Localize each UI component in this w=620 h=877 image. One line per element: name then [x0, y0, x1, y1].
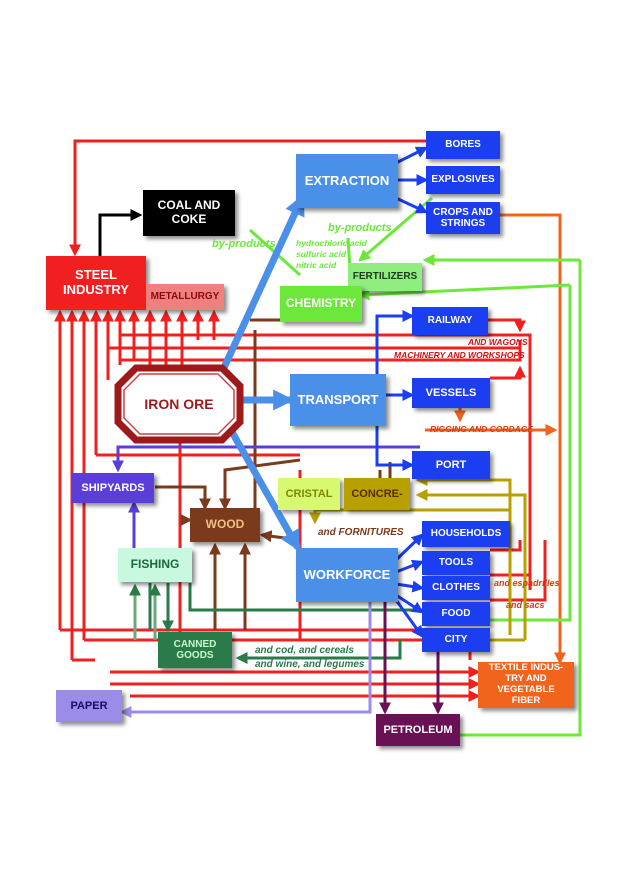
- fishing-connectors: [129, 583, 161, 640]
- node-clothes[interactable]: CLOTHES: [422, 576, 490, 600]
- label-acid-3: nitric acid: [296, 260, 337, 270]
- label-and-wagons: AND WAGONS: [468, 337, 528, 347]
- node-shipyards[interactable]: SHIPYARDS: [72, 473, 154, 503]
- wood-connectors: [155, 318, 392, 630]
- node-wood[interactable]: WOOD: [190, 508, 260, 542]
- node-tools[interactable]: TOOLS: [422, 551, 490, 575]
- node-petroleum[interactable]: PETROLEUM: [376, 714, 460, 746]
- blue-connectors: [370, 146, 429, 638]
- iron-ore-octagon: [114, 364, 244, 444]
- paper-connector: [119, 600, 372, 718]
- node-steel-industry[interactable]: STEEL INDUSTRY: [46, 256, 146, 310]
- label-espadrilles: and espadrilles: [494, 578, 560, 588]
- petroleum-connectors: [379, 600, 444, 715]
- node-bores[interactable]: BORES: [426, 131, 500, 159]
- label-by-products-left: by-products: [212, 238, 276, 250]
- olive-connectors: [309, 474, 527, 642]
- node-crops-and-strings[interactable]: CROPS AND STRINGS: [426, 202, 500, 234]
- node-city[interactable]: CITY: [422, 628, 490, 652]
- label-rigging: RIGGING AND CORDAGE: [430, 424, 534, 434]
- label-machinery: MACHINERY AND WORKSHOPS: [394, 350, 525, 360]
- label-furnitures: and FORNITURES: [318, 527, 404, 538]
- iron-ore-arrows: [218, 194, 306, 552]
- label-cod-cereals: and cod, and cereals: [255, 645, 354, 656]
- purple-connectors: [112, 445, 420, 548]
- node-concrete[interactable]: CONCRE-: [344, 478, 410, 510]
- node-textile[interactable]: TEXTILE INDUS- TRY AND VEGETABLE FIBER: [478, 662, 574, 708]
- coal-connector: [98, 209, 143, 257]
- node-canned-goods[interactable]: CANNED GOODS: [158, 632, 232, 668]
- node-port[interactable]: PORT: [412, 451, 490, 479]
- label-acid-2: sulfuric acid: [296, 249, 347, 259]
- node-workforce[interactable]: WORKFORCE: [296, 548, 398, 602]
- node-paper[interactable]: PAPER: [56, 690, 122, 722]
- green-connectors: [248, 196, 582, 737]
- node-extraction[interactable]: EXTRACTION: [296, 154, 398, 208]
- label-wine-legumes: and wine, and legumes: [255, 659, 365, 670]
- node-chemistry[interactable]: CHEMISTRY: [280, 286, 362, 322]
- node-metallurgy[interactable]: METALLURGY: [146, 284, 224, 310]
- node-fishing[interactable]: FISHING: [118, 548, 192, 582]
- node-coal-and-coke[interactable]: COAL AND COKE: [143, 190, 235, 236]
- node-vessels[interactable]: VESSELS: [412, 378, 490, 408]
- node-households[interactable]: HOUSEHOLDS: [422, 521, 510, 547]
- label-acid-1: hydrochloric acid: [296, 238, 367, 248]
- label-sacs: and sacs: [506, 600, 545, 610]
- label-by-products-right: by-products: [328, 222, 392, 234]
- node-cristal[interactable]: CRISTAL: [278, 478, 340, 510]
- node-iron-ore[interactable]: IRON ORE: [144, 395, 214, 412]
- node-railway[interactable]: RAILWAY: [412, 307, 488, 335]
- node-transport[interactable]: TRANSPORT: [290, 374, 386, 426]
- node-explosives[interactable]: EXPLOSIVES: [426, 166, 500, 194]
- node-food[interactable]: FOOD: [422, 602, 490, 626]
